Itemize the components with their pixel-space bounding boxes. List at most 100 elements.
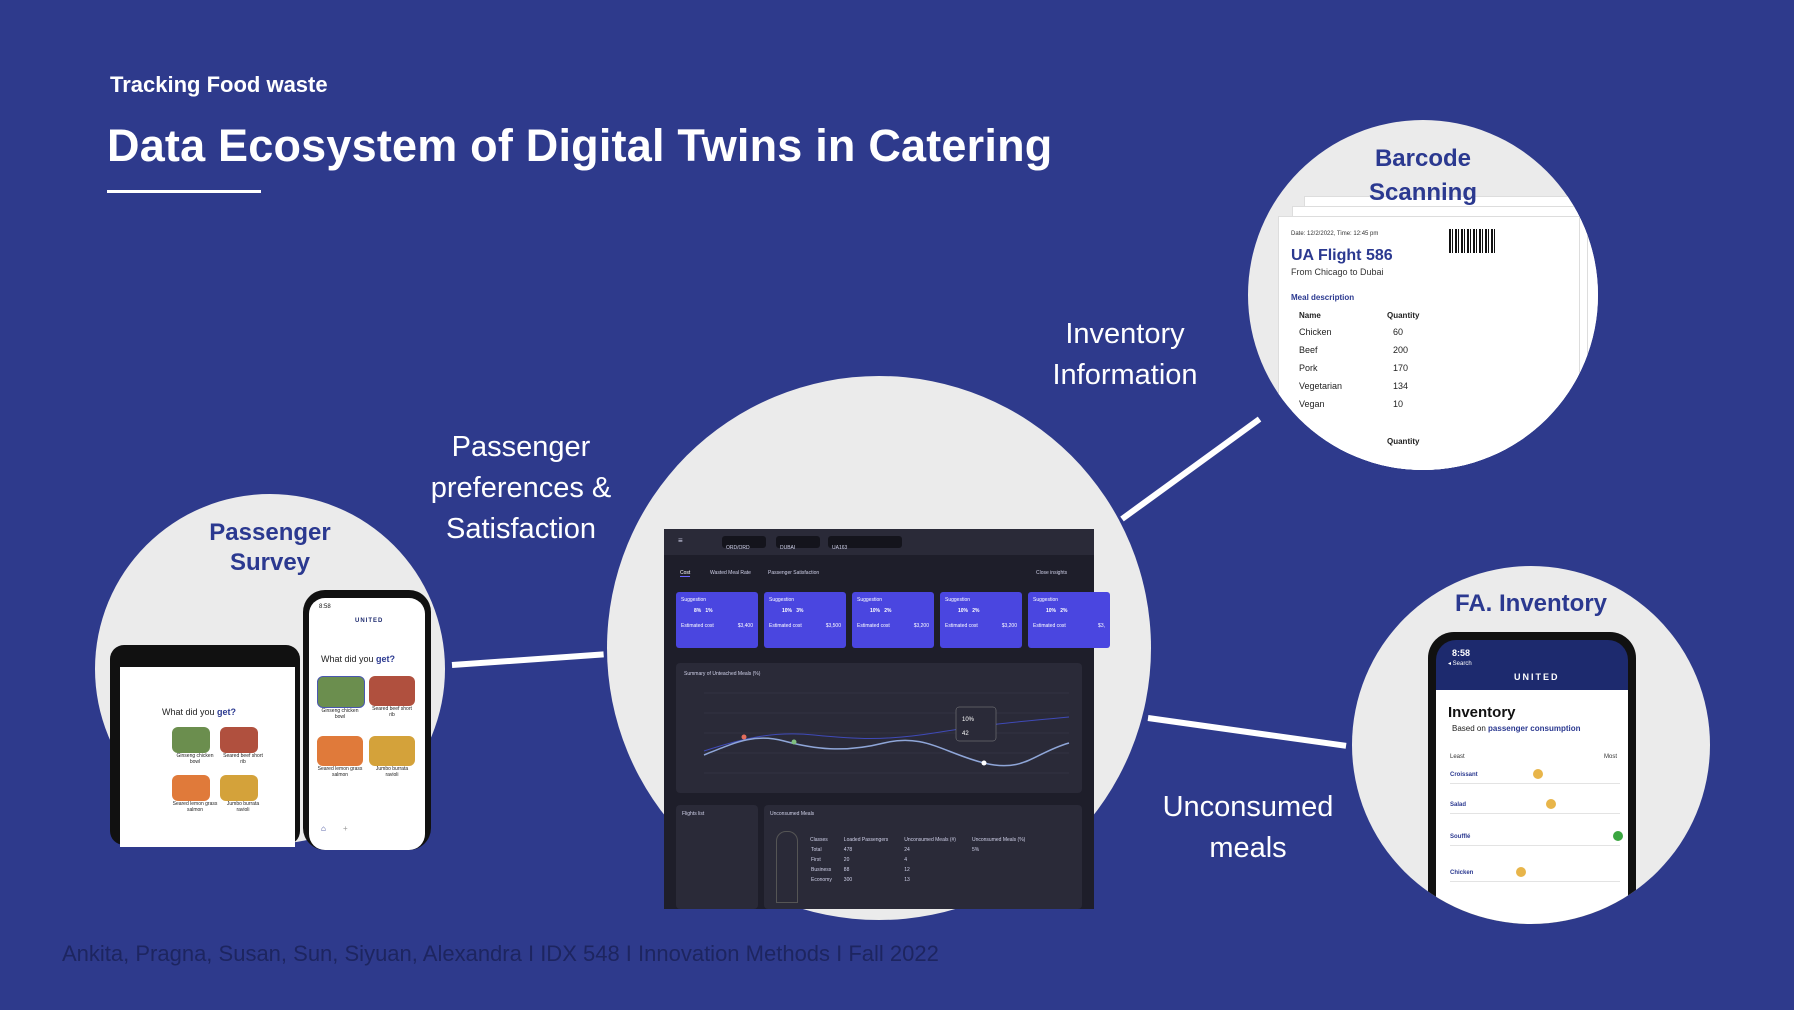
cost-label: Estimated cost <box>857 623 890 629</box>
food-icon <box>369 676 415 706</box>
connector-barcode <box>1120 416 1262 522</box>
suggestion-card[interactable]: Suggestion 10% 2% Estimated cost $3,200 <box>940 592 1022 648</box>
phone-food-1[interactable]: Ginseng chicken bowl <box>317 676 365 720</box>
most-label: Most <box>1604 754 1618 760</box>
inventory-item[interactable]: Croissant <box>1436 769 1628 788</box>
food-label: Seared lemon grass salmon <box>172 801 218 813</box>
pork-value: 2% <box>972 608 980 614</box>
eyebrow: Tracking Food waste <box>110 72 328 97</box>
to-select[interactable]: DUBAI <box>776 536 820 551</box>
food-label: Seared beef short rib <box>223 753 263 765</box>
suggestion-card[interactable]: Suggestion 10% 3% Estimated cost $3,500 <box>764 592 846 648</box>
beef-value: 10% <box>870 608 881 614</box>
row-name: Pork <box>1299 363 1318 373</box>
pork-value: 2% <box>884 608 892 614</box>
cost-label: Estimated cost <box>1033 623 1066 629</box>
inventory-item-label: Chicken <box>1450 870 1474 876</box>
beef-value: 10% <box>1046 608 1057 614</box>
tab-wasted-meal-rate[interactable]: Wasted Meal Rate <box>710 570 751 576</box>
row-qty: 60 <box>1393 327 1404 337</box>
phone-question: What did you get? <box>321 654 396 664</box>
route: From Chicago to Dubai <box>1291 267 1384 277</box>
cost-value: $3,400 <box>737 623 753 629</box>
phone-screen: 8:58 UNITED What did you get? Ginseng ch… <box>309 598 425 850</box>
inventory-item-label: Salad <box>1450 802 1467 808</box>
tab-passenger-satisfaction[interactable]: Passenger Satisfaction <box>768 570 820 576</box>
tablet-screen: What did you get? Ginseng chicken bowl S… <box>120 667 295 847</box>
cost-value: $3,500 <box>825 623 841 629</box>
phone-food-2[interactable]: Seared beef short rib <box>369 676 415 718</box>
pork-value: 3% <box>796 608 804 614</box>
food-label: Jumbo burrata ravioli <box>375 766 409 778</box>
tablet-food-4[interactable]: Jumbo burrata ravioli <box>220 775 266 813</box>
data-point[interactable] <box>741 734 747 740</box>
tablet-food-1[interactable]: Ginseng chicken bowl <box>172 727 218 765</box>
united-logo: UNITED <box>1514 672 1560 682</box>
row-qty: 170 <box>1393 363 1409 373</box>
tablet-food-3[interactable]: Seared lemon grass salmon <box>172 775 218 813</box>
inventory-circle: FA. Inventory 8:58 ◂ Search UNITED Inven… <box>1352 566 1710 924</box>
cost-label: Estimated cost <box>945 623 978 629</box>
row-name: Vegetarian <box>1299 381 1343 391</box>
flights-title: Flights list <box>682 811 705 817</box>
food-icon <box>172 727 210 753</box>
suggestion-card[interactable]: Suggestion 10% 2% Estimated cost $3, <box>1028 592 1110 648</box>
phone-time: 8:58 <box>319 604 331 610</box>
inventory-phone: 8:58 ◂ Search UNITED Inventory Based on … <box>1428 632 1636 924</box>
tooltip-value-1: 10% <box>962 717 975 723</box>
tablet-food-2[interactable]: Seared beef short rib <box>220 727 266 765</box>
card-label: Suggestion <box>769 597 795 603</box>
inventory-title: FA. Inventory <box>1454 590 1608 617</box>
unconsumed-title: Unconsumed Meals <box>770 811 815 817</box>
connector-inventory <box>1147 715 1347 749</box>
add-icon[interactable]: + <box>343 824 348 833</box>
tab-cost[interactable]: Cost <box>680 570 691 577</box>
food-label: Seared lemon grass salmon <box>317 766 363 778</box>
home-icon[interactable]: ⌂ <box>321 824 326 833</box>
inventory-subtitle: Based on passenger consumption <box>1452 724 1581 733</box>
suggestion-card[interactable]: Suggestion 8% 1% Estimated cost $3,400 <box>676 592 758 648</box>
level-marker <box>1612 831 1623 841</box>
data-point[interactable] <box>791 739 797 745</box>
food-icon <box>369 736 415 766</box>
flight-number: UA Flight 586 <box>1291 247 1393 264</box>
back-link[interactable]: ◂ Search <box>1448 661 1472 667</box>
barcode-circle: Date: 12/2/2022, Time: 12:45 pm UA Fligh… <box>1248 120 1598 470</box>
level-marker <box>1533 769 1543 779</box>
inventory-item[interactable]: Chicken <box>1436 867 1628 886</box>
menu-icon[interactable]: ≡ <box>678 536 683 545</box>
inventory-phone-screen: Inventory Based on passenger consumption… <box>1436 690 1628 924</box>
least-label: Least <box>1450 754 1465 760</box>
inventory-item[interactable]: Salad <box>1436 799 1628 818</box>
suggestion-card[interactable]: Suggestion 10% 2% Estimated cost $3,200 <box>852 592 934 648</box>
inventory-item-label: Soufflé <box>1450 834 1471 840</box>
level-track <box>1450 783 1620 784</box>
beef-value: 10% <box>958 608 969 614</box>
card-label: Suggestion <box>681 597 707 603</box>
data-point[interactable] <box>981 760 987 766</box>
beef-value: 8% <box>694 608 702 614</box>
row-qty: 134 <box>1393 381 1409 391</box>
receipt-date: Date: 12/2/2022, Time: 12:45 pm <box>1291 231 1379 237</box>
card-label: Suggestion <box>1033 597 1059 603</box>
phone-food-4[interactable]: Jumbo burrata ravioli <box>369 736 415 778</box>
from-select[interactable]: ORD/ORD <box>722 536 766 551</box>
cost-label: Estimated cost <box>681 623 714 629</box>
footer-quantity: Quantity <box>1387 437 1420 446</box>
level-marker <box>1546 799 1557 809</box>
flight-search[interactable]: UA163 <box>828 536 902 551</box>
phone-food-3[interactable]: Seared lemon grass salmon <box>317 736 363 778</box>
close-insights-button[interactable]: Close insights <box>1036 570 1068 576</box>
footer: Ankita, Pragna, Susan, Sun, Siyuan, Alex… <box>62 941 939 966</box>
inventory-item[interactable]: Soufflé <box>1436 831 1628 850</box>
phone-mockup: 8:58 UNITED What did you get? Ginseng ch… <box>303 590 431 850</box>
